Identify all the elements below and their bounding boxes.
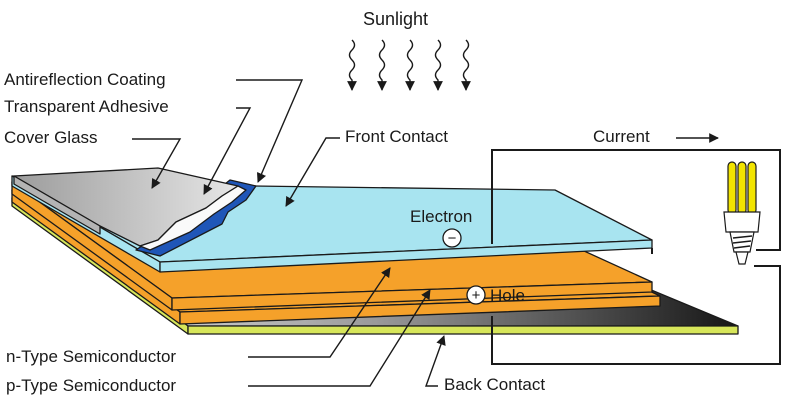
p-type-leader [248,289,431,387]
back-contact-front [187,325,739,335]
antireflection-coating-label: Antireflection Coating [4,70,166,89]
sunlight-ray [347,39,357,91]
back-contact-leader [425,335,446,387]
cover-glass-label: Cover Glass [4,128,98,147]
sunlight-ray [461,39,471,91]
n-type-label: n-Type Semiconductor [6,347,176,366]
back-contact-label: Back Contact [444,375,545,394]
hole-sign: + [472,287,481,304]
sunlight-ray [405,39,415,91]
cover-glass-edge [13,175,101,235]
sunlight-rays [347,39,471,91]
sunlight-ray [377,39,387,91]
cover-glass-leader [132,138,182,189]
current-label: Current [593,127,650,146]
antireflection-leader [236,79,304,183]
sunlight-ray [433,39,443,91]
adhesive-leader [203,107,252,195]
sunlight-label: Sunlight [363,9,428,29]
electron-sign: − [448,230,457,247]
hole-symbol: + [466,285,486,305]
n-type-leader [248,267,391,358]
electron-symbol: − [442,228,462,248]
p-type-layer-front [179,295,661,325]
light-bulb-icon [723,161,761,265]
electron-label: Electron [410,207,472,226]
front-contact-label: Front Contact [345,127,448,146]
n-type-layer-front [171,281,653,311]
circuit-wire [491,149,781,365]
front-contact-leader [285,137,340,207]
transparent-adhesive-label: Transparent Adhesive [4,97,169,116]
hole-label: Hole [490,286,525,305]
transparent-adhesive-layer [139,185,247,251]
p-type-label: p-Type Semiconductor [6,376,176,395]
